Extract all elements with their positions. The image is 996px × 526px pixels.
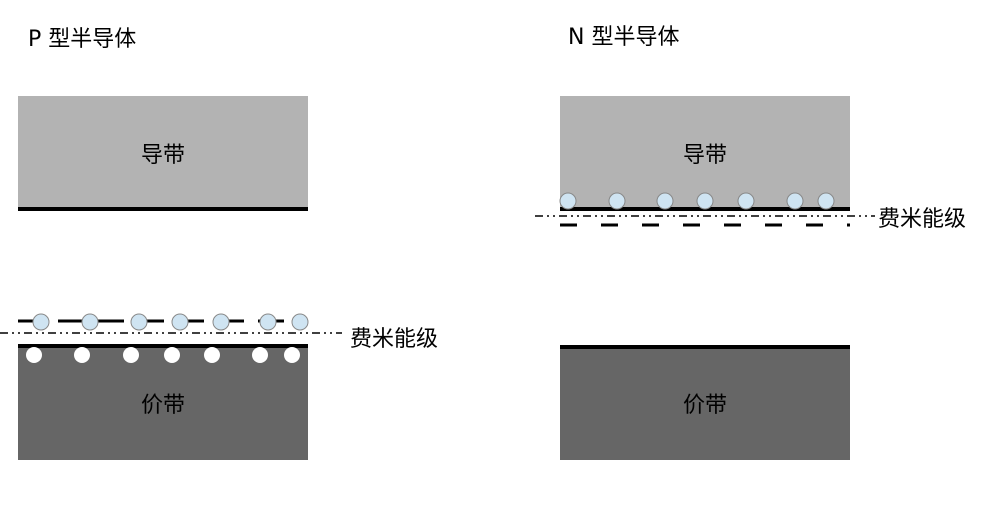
electron-circle bbox=[656, 192, 674, 210]
electron-circle bbox=[32, 313, 50, 331]
n-type-panel: N 型半导体 导带 费米能级 价带 bbox=[535, 25, 966, 460]
hole-circle bbox=[252, 347, 268, 363]
electron-circle bbox=[817, 192, 835, 210]
n-valence-band bbox=[560, 345, 850, 460]
electron-circle bbox=[81, 313, 99, 331]
hole-circle bbox=[26, 347, 42, 363]
n-valence-band-edge bbox=[560, 345, 850, 349]
n-conduction-electrons bbox=[559, 192, 835, 210]
p-type-title: P 型半导体 bbox=[28, 27, 136, 52]
p-fermi-label: 费米能级 bbox=[350, 327, 438, 352]
p-valence-band-edge bbox=[18, 344, 308, 348]
n-conduction-band-label: 导带 bbox=[683, 143, 727, 168]
hole-circle bbox=[284, 347, 300, 363]
electron-circle bbox=[212, 313, 230, 331]
n-fermi-label: 费米能级 bbox=[878, 207, 966, 232]
electron-circle bbox=[737, 192, 755, 210]
p-conduction-band bbox=[18, 96, 308, 210]
n-valence-band-label: 价带 bbox=[683, 393, 727, 418]
electron-circle bbox=[291, 313, 309, 331]
electron-circle bbox=[559, 192, 577, 210]
hole-circle bbox=[204, 347, 220, 363]
electron-circle bbox=[786, 192, 804, 210]
electron-circle bbox=[608, 192, 626, 210]
hole-circle bbox=[74, 347, 90, 363]
hole-circle bbox=[123, 347, 139, 363]
n-type-title: N 型半导体 bbox=[568, 25, 679, 50]
p-acceptor-electrons bbox=[32, 313, 309, 331]
p-conduction-band-edge bbox=[18, 207, 308, 211]
electron-circle bbox=[171, 313, 189, 331]
hole-circle bbox=[164, 347, 180, 363]
electron-circle bbox=[130, 313, 148, 331]
n-conduction-band bbox=[560, 96, 850, 210]
p-conduction-band-label: 导带 bbox=[141, 143, 185, 168]
p-type-panel: P 型半导体 导带 费米能级 价带 bbox=[0, 27, 438, 460]
electron-circle bbox=[259, 313, 277, 331]
p-valence-band-label: 价带 bbox=[141, 393, 185, 418]
p-holes bbox=[26, 347, 300, 363]
electron-circle bbox=[696, 192, 714, 210]
p-valence-band bbox=[18, 345, 308, 460]
